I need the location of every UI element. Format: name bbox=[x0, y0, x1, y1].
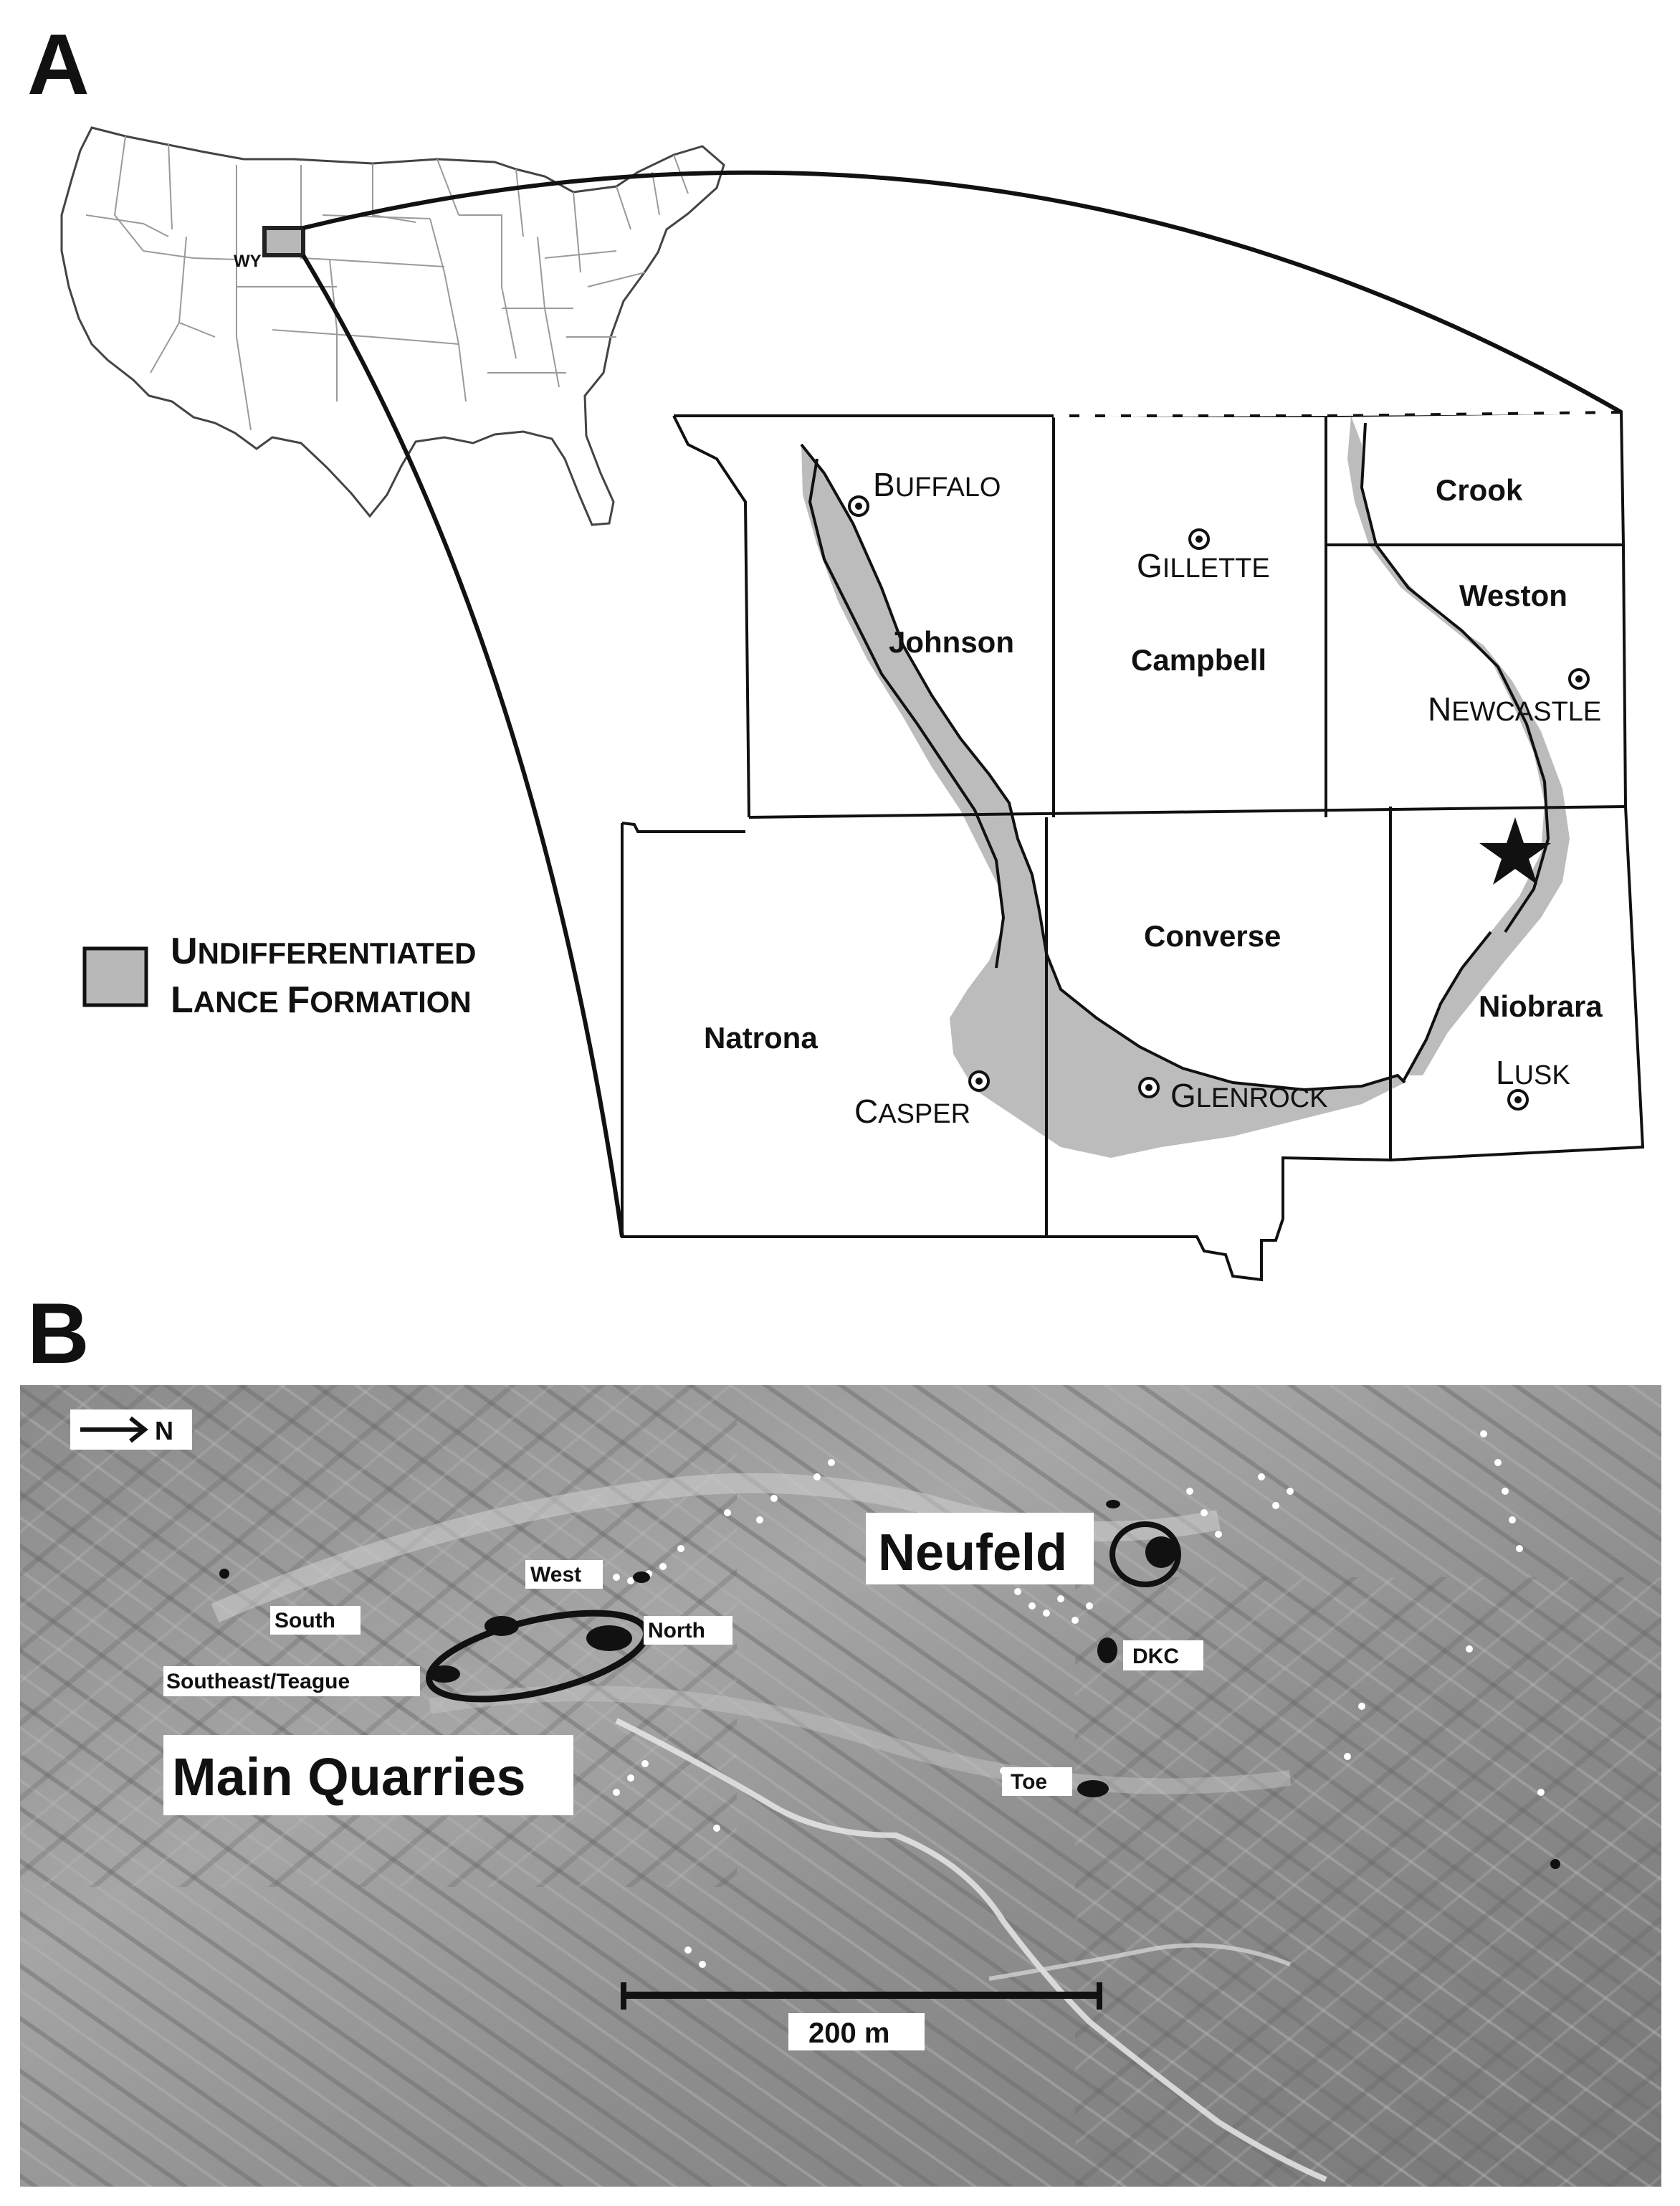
neufeld-ellipse bbox=[1109, 1521, 1181, 1587]
us-inset-map: WY bbox=[60, 126, 725, 526]
drainage-path bbox=[615, 1718, 1327, 2182]
county-label-johnson: Johnson bbox=[889, 625, 1014, 659]
legend-line-1: UNDIFFERENTIATED bbox=[171, 931, 476, 972]
aerial-photo: South West North Southeast/Teague Main Q… bbox=[20, 1385, 1661, 2187]
town-label-lusk: LUSK bbox=[1496, 1054, 1570, 1091]
scale-bar-label: 200 m bbox=[808, 2017, 889, 2049]
legend-line-2: LANCE FORMATION bbox=[171, 979, 472, 1021]
town-label-gillette: GILLETTE bbox=[1137, 547, 1270, 584]
town-label-buffalo: BUFFALO bbox=[873, 466, 1001, 503]
label-north: North bbox=[648, 1619, 705, 1642]
label-toe: Toe bbox=[1011, 1770, 1047, 1794]
county-label-crook: Crook bbox=[1436, 473, 1523, 507]
panel-a-label: A bbox=[27, 16, 90, 113]
label-main-quarries: Main Quarries bbox=[172, 1747, 526, 1807]
legend-swatch bbox=[82, 946, 148, 1007]
label-southeast-teague: Southeast/Teague bbox=[166, 1670, 350, 1693]
lance-formation-west-arm bbox=[801, 444, 1405, 1158]
label-dkc: DKC bbox=[1132, 1645, 1179, 1668]
town-label-newcastle: NEWCASTLE bbox=[1428, 690, 1601, 728]
north-arrow: N bbox=[80, 1416, 173, 1445]
county-label-converse: Converse bbox=[1144, 919, 1281, 953]
label-south: South bbox=[275, 1609, 335, 1632]
county-label-natrona: Natrona bbox=[704, 1021, 818, 1055]
town-label-glenrock: GLENROCK bbox=[1170, 1077, 1328, 1114]
formation-boundary bbox=[800, 443, 1492, 1092]
county-label-niobrara: Niobrara bbox=[1479, 989, 1603, 1023]
scale-bar: 200 m bbox=[621, 1982, 1102, 2050]
wy-label: WY bbox=[234, 252, 262, 271]
town-label-casper: CASPER bbox=[854, 1093, 970, 1130]
us-state-lines bbox=[85, 136, 689, 431]
us-outline bbox=[60, 126, 725, 526]
site-star-marker bbox=[1479, 817, 1551, 885]
legend: UNDIFFERENTIATED LANCE FORMATION bbox=[82, 931, 476, 1021]
town-marker-dots bbox=[855, 503, 1583, 1103]
north-arrow-label: N bbox=[155, 1416, 173, 1445]
panel-b-label: B bbox=[27, 1285, 90, 1382]
wyoming-county-map: Johnson Campbell Crook Weston Natrona Co… bbox=[621, 410, 1645, 1282]
wyoming-highlight bbox=[262, 226, 305, 257]
quarry-clusters bbox=[219, 1500, 1560, 1869]
label-west: West bbox=[530, 1563, 581, 1587]
label-neufeld: Neufeld bbox=[878, 1524, 1067, 1582]
zoom-lines bbox=[301, 170, 1623, 1237]
county-label-campbell: Campbell bbox=[1131, 643, 1266, 677]
county-label-weston: Weston bbox=[1459, 579, 1567, 612]
specimen-points bbox=[613, 1430, 1545, 1968]
